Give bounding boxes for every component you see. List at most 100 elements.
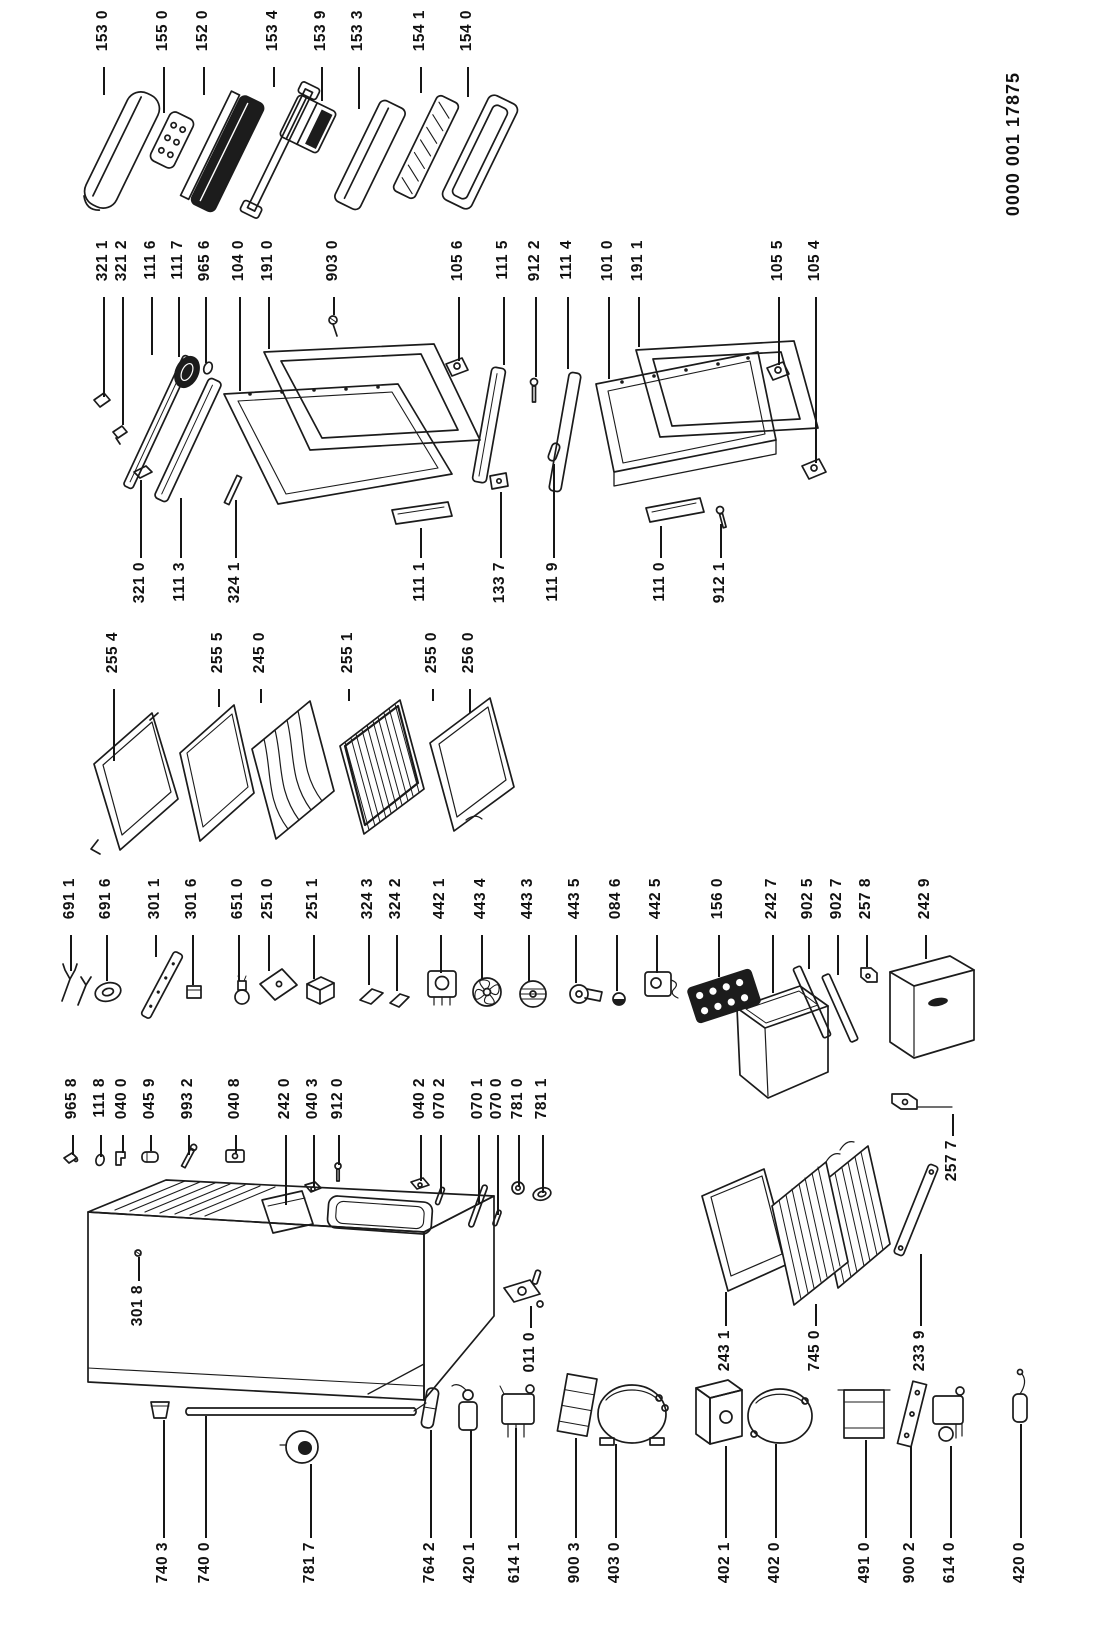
part-label-084-6: 084 6	[607, 878, 624, 920]
part-label-614-0: 614 0	[941, 1542, 958, 1584]
drawing-242-9	[889, 955, 975, 1059]
leader-line-420-1	[470, 1430, 472, 1538]
part-label-324-3: 324 3	[359, 878, 376, 920]
leader-line-903-0	[333, 297, 335, 315]
drawing-156-0	[687, 968, 761, 1024]
leader-line-321-0	[140, 480, 142, 558]
drawing-040-2	[410, 1177, 430, 1190]
drawing-191-0	[263, 343, 481, 451]
leader-line-324-3	[368, 935, 370, 985]
drawing-133-7	[489, 472, 509, 490]
part-label-255-5: 255 5	[209, 632, 226, 674]
leader-line-104-0	[239, 297, 241, 391]
leader-line-111-9	[553, 464, 555, 558]
part-label-105-6: 105 6	[449, 240, 466, 282]
leader-line-442-5	[656, 935, 658, 973]
part-label-321-2: 321 2	[113, 240, 130, 282]
leader-line-443-3	[528, 935, 530, 981]
drawing-111-5	[471, 366, 507, 484]
drawing-255-4	[90, 712, 179, 855]
leader-line-105-5	[778, 297, 780, 365]
part-label-040-0: 040 0	[113, 1078, 130, 1120]
part-label-070-2: 070 2	[431, 1078, 448, 1120]
part-label-101-0: 101 0	[599, 240, 616, 282]
leader-line-011-0	[530, 1306, 532, 1328]
drawing-242-7	[736, 985, 829, 1099]
leader-line-105-4	[815, 297, 817, 463]
part-label-902-7: 902 7	[828, 878, 845, 920]
drawing-084-6	[612, 992, 626, 1006]
leader-line-153-4	[273, 67, 275, 87]
leader-line-111-0	[660, 526, 662, 558]
leader-line-111-3	[180, 498, 182, 558]
leader-line-324-1	[235, 500, 237, 558]
leader-line-040-8	[235, 1135, 237, 1153]
leader-line-255-1	[348, 689, 350, 701]
leader-line-993-2	[188, 1135, 190, 1155]
leader-line-070-1	[478, 1135, 480, 1203]
drawing-111-1	[391, 501, 453, 525]
drawing-245-0	[251, 700, 335, 840]
part-label-153-0: 153 0	[94, 10, 111, 52]
drawing-491-0	[837, 1389, 891, 1439]
leader-line-111-4	[567, 297, 569, 369]
part-label-153-3: 153 3	[349, 10, 366, 52]
leader-line-301-6	[192, 935, 194, 985]
drawing-040-0	[115, 1151, 126, 1166]
leader-line-256-0	[469, 689, 471, 713]
leader-line-257-7	[952, 1114, 954, 1136]
part-label-651-0: 651 0	[229, 878, 246, 920]
leader-line-443-5	[575, 935, 577, 983]
part-label-903-0: 903 0	[324, 240, 341, 282]
part-label-993-2: 993 2	[179, 1078, 196, 1120]
leader-line-402-0	[775, 1444, 777, 1538]
part-label-402-0: 402 0	[766, 1542, 783, 1584]
leader-line-111-1	[420, 528, 422, 558]
drawing-324-3	[359, 988, 384, 1005]
drawing-614-0	[932, 1386, 965, 1442]
part-label-257-8: 257 8	[857, 878, 874, 920]
leader-line-233-9	[920, 1254, 922, 1326]
leader-line-651-0	[238, 935, 240, 981]
drawing-251-0	[259, 968, 298, 1001]
leader-line-070-0	[497, 1135, 499, 1215]
drawing-070-2	[434, 1186, 446, 1206]
part-label-912-1: 912 1	[711, 562, 728, 604]
drawing-154-0	[441, 94, 519, 210]
leader-line-781-0	[518, 1135, 520, 1187]
drawing-153-3	[334, 99, 406, 211]
drawing-402-0	[747, 1388, 813, 1444]
drawing-105-4	[801, 458, 827, 480]
drawing-257-8	[860, 967, 878, 983]
drawing-cabinet	[87, 1179, 495, 1401]
drawing-111-3	[154, 377, 222, 503]
leader-line-443-4	[481, 935, 483, 979]
leader-line-154-1	[420, 67, 422, 93]
part-label-011-0: 011 0	[521, 1332, 538, 1373]
part-label-745-0: 745 0	[806, 1330, 823, 1372]
drawing-420-1	[451, 1384, 478, 1431]
drawing-745-0	[771, 1141, 891, 1306]
leader-line-745-0	[815, 1304, 817, 1326]
part-label-070-1: 070 1	[469, 1078, 486, 1120]
part-label-491-0: 491 0	[856, 1542, 873, 1584]
leader-line-242-7	[772, 935, 774, 993]
part-label-402-1: 402 1	[716, 1542, 733, 1584]
leader-line-156-0	[718, 935, 720, 977]
drawing-420-0	[1012, 1368, 1028, 1423]
part-label-900-2: 900 2	[901, 1542, 918, 1584]
part-label-111-4: 111 4	[558, 240, 575, 280]
drawing-691-6	[94, 981, 122, 1003]
part-label-781-1: 781 1	[533, 1078, 550, 1120]
part-label-420-1: 420 1	[461, 1542, 478, 1584]
leader-line-105-6	[458, 297, 460, 361]
leader-line-491-0	[865, 1440, 867, 1538]
part-label-443-4: 443 4	[472, 878, 489, 920]
part-label-154-0: 154 0	[458, 10, 475, 52]
leader-line-251-1	[313, 935, 315, 979]
part-label-245-0: 245 0	[251, 632, 268, 674]
drawing-691-1	[61, 963, 92, 1006]
leader-line-045-9	[150, 1135, 152, 1151]
part-label-256-0: 256 0	[460, 632, 477, 674]
